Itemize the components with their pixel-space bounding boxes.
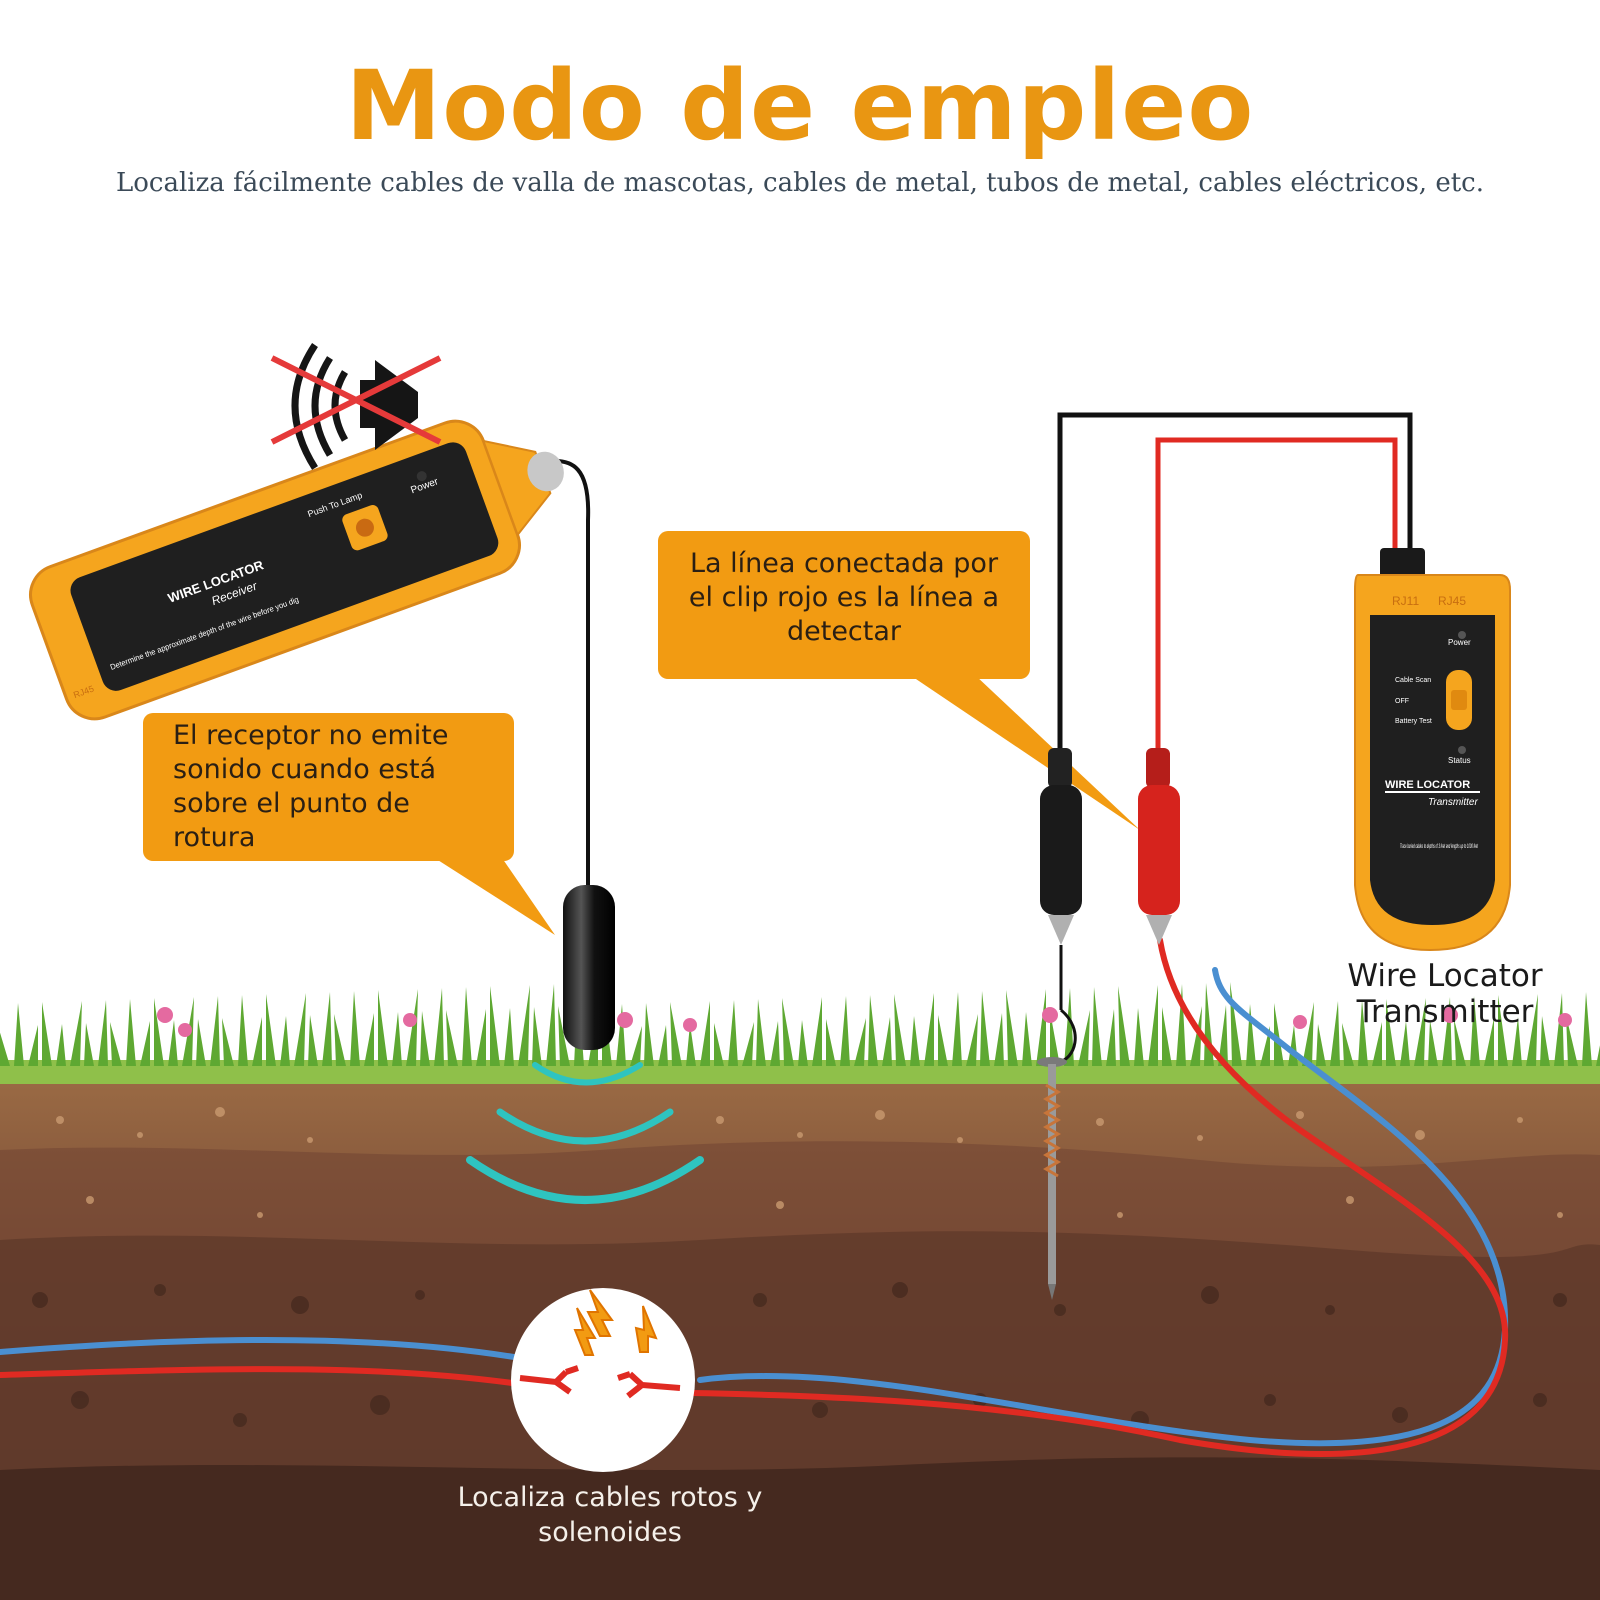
signal-waves — [466, 1062, 704, 1204]
transmitter-switch-bottom: Battery Test — [1395, 718, 1432, 725]
buried-wires — [0, 937, 1509, 1457]
speaker-muted-icon — [270, 343, 442, 470]
grass — [0, 982, 1600, 1084]
break-caption: Localiza cables rotos y solenoides — [457, 1482, 763, 1548]
clip-callout-tail — [910, 675, 1140, 830]
transmitter-status-label: Status — [1448, 756, 1471, 765]
transmitter-caption: Wire Locator Transmitter — [1347, 958, 1543, 1030]
clip-callout: La línea conectada por el clip rojo es l… — [658, 531, 1030, 679]
page-title: Modo de empleo — [345, 50, 1255, 162]
spark-icon — [573, 1289, 658, 1356]
buried-red-wire — [0, 937, 1509, 1457]
transmitter-model: Transmitter — [1428, 797, 1478, 808]
ground-stake — [1037, 1008, 1077, 1300]
transmitter-brand: WIRE LOCATOR — [1385, 779, 1470, 791]
transmitter-port-a: RJ11 — [1392, 594, 1419, 608]
transmitter-note: Trace buried cables to depths of 3 feet … — [1400, 844, 1478, 850]
receiver-callout: El receptor no emite sonido cuando está … — [143, 713, 514, 861]
receiver-device: WIRE LOCATOR Receiver Push To Lamp Power… — [29, 419, 564, 721]
black-alligator-clip — [1040, 748, 1082, 1010]
transmitter-switch-top: Cable Scan — [1395, 677, 1431, 684]
transmitter-port-b: RJ45 — [1438, 594, 1466, 608]
break-point — [511, 1288, 695, 1472]
transmitter-switch-mid: OFF — [1395, 698, 1409, 705]
buried-blue-wire — [0, 967, 1509, 1447]
test-leads — [1057, 412, 1413, 760]
receiver-callout-tail — [430, 855, 555, 935]
page-subtitle: Localiza fácilmente cables de valla de m… — [116, 168, 1484, 198]
flowers — [157, 1007, 1572, 1037]
transmitter-power-label: Power — [1448, 638, 1471, 647]
red-alligator-clip — [1138, 748, 1180, 945]
transmitter-device: RJ11 RJ45 Power Cable Scan OFF Battery T… — [1354, 548, 1511, 952]
receiver-probe — [539, 458, 615, 1050]
soil — [0, 1080, 1600, 1600]
